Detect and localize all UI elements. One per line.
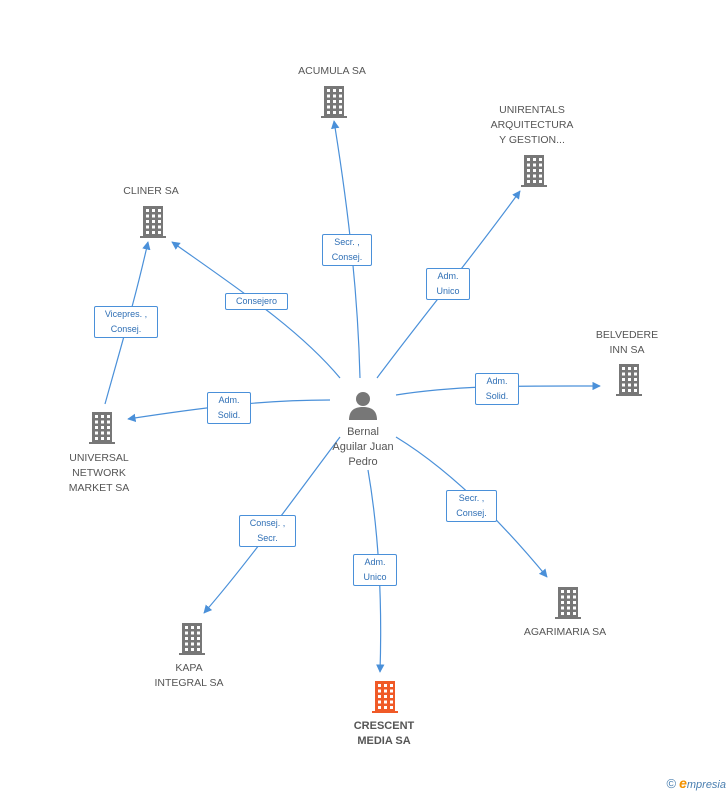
company-name-line: INTEGRAL SA xyxy=(154,677,224,689)
company-label-belvedere[interactable]: BELVEDERE INN SA xyxy=(577,328,677,358)
building-icon-universal[interactable] xyxy=(89,412,115,444)
relation-line: Adm. xyxy=(364,557,386,567)
company-name-line: MARKET SA xyxy=(68,482,130,494)
company-name-line: ARQUITECTURA xyxy=(490,119,574,131)
company-name-line: UNIVERSAL xyxy=(69,452,129,464)
company-name-line: BELVEDERE xyxy=(595,329,659,341)
person-label[interactable]: Bernal Aguilar Juan Pedro xyxy=(313,425,413,470)
relation-line: Consej. xyxy=(110,324,142,334)
relation-line: Unico xyxy=(363,572,387,582)
relation-line: Secr. , xyxy=(458,493,485,503)
relation-line: Solid. xyxy=(217,410,241,420)
relation-label-agarimaria: Secr. , Consej. xyxy=(446,490,497,522)
company-name-line: ACUMULA SA xyxy=(298,65,366,77)
company-name-line: CRESCENT xyxy=(353,720,415,732)
edges xyxy=(104,120,601,673)
relation-label-belvedere: Adm. Solid. xyxy=(475,373,519,405)
relation-line: Adm. xyxy=(437,271,459,281)
relation-label-crescent: Adm. Unico xyxy=(353,554,397,586)
relation-label-universal: Adm. Solid. xyxy=(207,392,251,424)
building-icon-unirentals[interactable] xyxy=(521,155,547,187)
logo-text: mpresia xyxy=(686,779,726,791)
relation-line: Consejero xyxy=(235,296,278,306)
person-name-line: Bernal xyxy=(347,426,379,438)
person-name-line: Pedro xyxy=(348,456,378,468)
company-label-universal[interactable]: UNIVERSAL NETWORK MARKET SA xyxy=(49,451,149,496)
company-label-crescent[interactable]: CRESCENT MEDIA SA xyxy=(334,719,434,749)
relation-line: Secr. xyxy=(257,533,278,543)
relation-line: Adm. xyxy=(218,395,240,405)
company-name-line: KAPA xyxy=(175,662,203,674)
company-name-line: CLINER SA xyxy=(123,185,179,197)
relation-line: Solid. xyxy=(485,391,509,401)
company-name-line: MEDIA SA xyxy=(357,735,411,747)
company-label-agarimaria[interactable]: AGARIMARIA SA xyxy=(505,625,625,640)
relation-line: Adm. xyxy=(486,376,508,386)
building-icon-acumula[interactable] xyxy=(321,86,347,118)
building-icon-crescent[interactable] xyxy=(372,681,398,713)
relation-label-kapa: Consej. , Secr. xyxy=(239,515,296,547)
company-name-line: Y GESTION... xyxy=(499,134,565,146)
company-label-kapa[interactable]: KAPA INTEGRAL SA xyxy=(139,661,239,691)
company-name-line: INN SA xyxy=(609,344,645,356)
relation-label-acumula: Secr. , Consej. xyxy=(322,234,372,266)
person-icon[interactable] xyxy=(349,392,377,420)
relation-line: Consej. , xyxy=(249,518,286,528)
copyright-icon: © xyxy=(666,776,677,791)
company-label-unirentals[interactable]: UNIRENTALS ARQUITECTURA Y GESTION... xyxy=(472,103,592,148)
building-icon-belvedere[interactable] xyxy=(616,364,642,396)
relation-line: Consej. xyxy=(456,508,487,518)
relation-line: Vicepres. , xyxy=(104,309,148,319)
relation-line: Consej. xyxy=(331,252,363,262)
company-name-line: NETWORK xyxy=(72,467,126,479)
person-name-line: Aguilar Juan xyxy=(332,441,394,453)
relation-label-universal-cliner: Vicepres. , Consej. xyxy=(94,306,158,338)
icons xyxy=(89,86,642,713)
relation-line: Unico xyxy=(436,286,460,296)
edge-cliner xyxy=(171,241,341,379)
empresia-logo[interactable]: ©empresia xyxy=(666,775,726,791)
relation-line: Secr. , xyxy=(334,237,360,247)
relation-label-unirentals: Adm. Unico xyxy=(426,268,470,300)
company-label-acumula[interactable]: ACUMULA SA xyxy=(282,64,382,79)
relation-label-cliner: Consejero xyxy=(225,293,288,310)
logo-initial: e xyxy=(679,775,687,791)
company-name-line: AGARIMARIA SA xyxy=(523,626,607,638)
building-icon-kapa[interactable] xyxy=(179,623,205,655)
building-icon-agarimaria[interactable] xyxy=(555,587,581,619)
company-name-line: UNIRENTALS xyxy=(499,104,565,116)
company-label-cliner[interactable]: CLINER SA xyxy=(101,184,201,199)
building-icon-cliner[interactable] xyxy=(140,206,166,238)
